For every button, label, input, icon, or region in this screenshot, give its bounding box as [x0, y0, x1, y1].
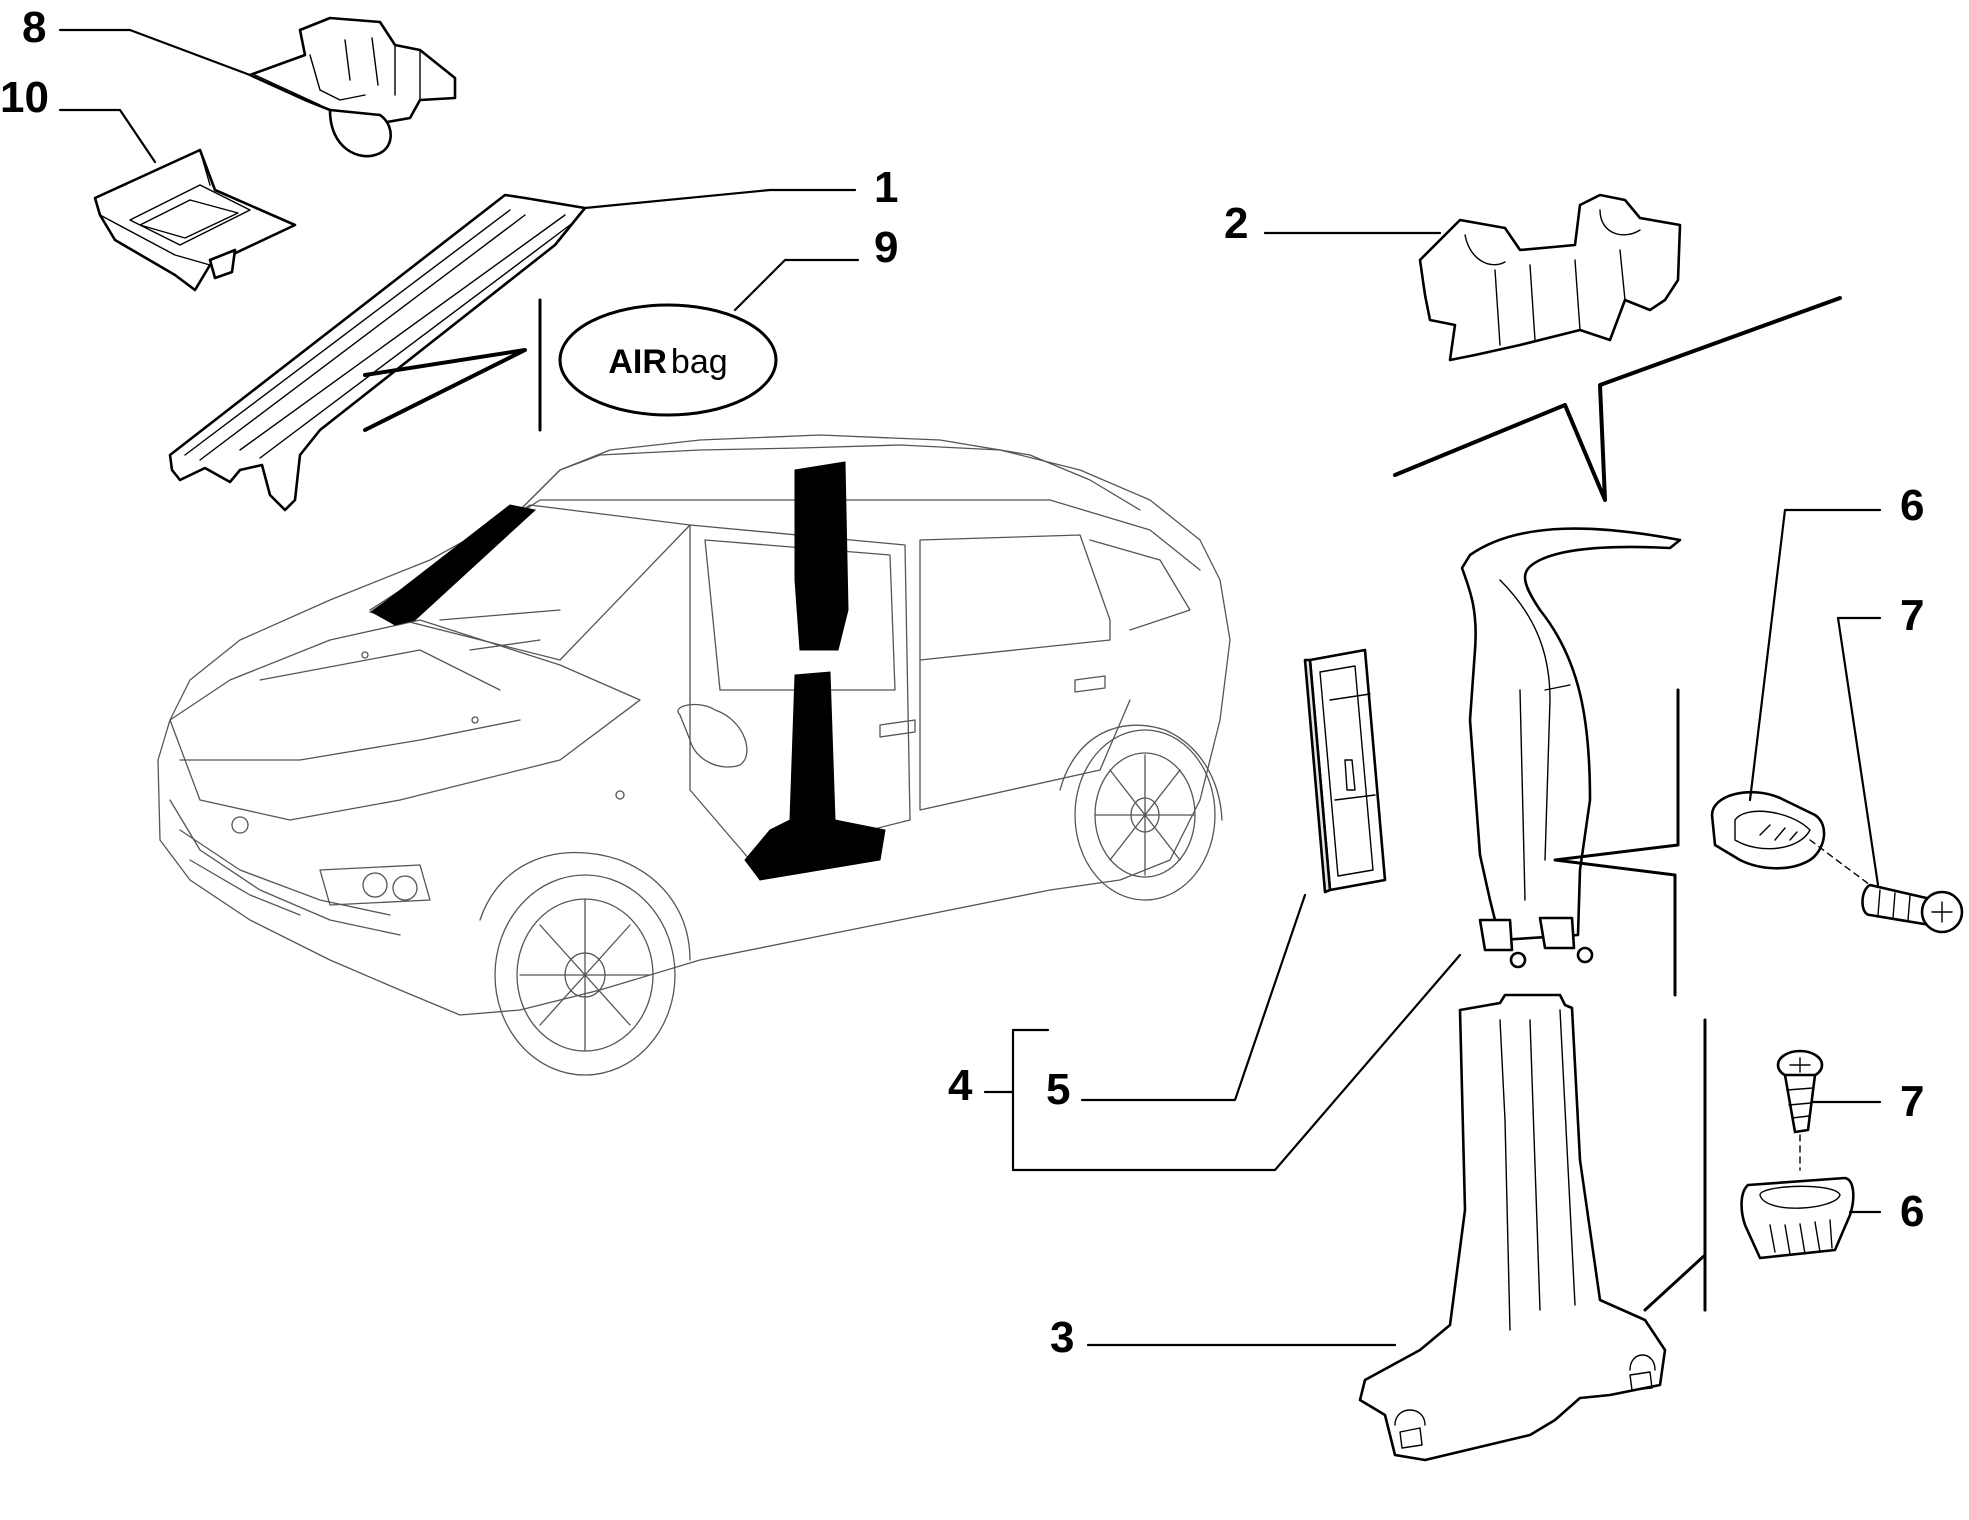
callout-7-upper: 7: [1900, 591, 1924, 640]
screw-icon-lower: [1776, 1049, 1824, 1171]
airbag-ellipse: [558, 303, 778, 417]
callout-6-upper: 6: [1900, 481, 1924, 530]
part-10-bracket: [93, 148, 297, 292]
callout-7-lower: 7: [1900, 1077, 1924, 1126]
callout-2: 2: [1224, 199, 1248, 248]
grommet-icon: [1710, 790, 1826, 870]
callout-10: 10: [0, 73, 49, 122]
part-8-clip: [248, 16, 457, 158]
part-4-b-pillar-upper: [1460, 527, 1682, 969]
callout-1: 1: [874, 163, 898, 212]
airbag-label-normal: bag: [671, 343, 728, 381]
callout-8: 8: [22, 3, 46, 52]
callout-6-lower: 6: [1900, 1187, 1924, 1236]
callout-4: 4: [948, 1061, 973, 1110]
pointer-arrow-4: [1643, 1018, 1707, 1312]
screw-icon: [1809, 839, 1964, 934]
highlight-b-pillar-upper: [794, 461, 849, 651]
highlight-a-pillar: [371, 504, 537, 626]
part-5-clip-strip: [1303, 648, 1387, 894]
car-illustration: [157, 434, 1231, 1076]
grommet-icon-lower: [1740, 1176, 1855, 1260]
part-3-b-pillar-lower: [1358, 993, 1667, 1462]
pointer-arrow-1: [363, 298, 542, 432]
pointer-arrow-3: [1553, 688, 1680, 997]
leader-lines: [58, 28, 1882, 1347]
callout-9: 9: [874, 223, 898, 272]
callout-3: 3: [1050, 1313, 1074, 1362]
callout-labels: 8 10 1 9 2 6 7 4 5 7 6 3: [0, 3, 1924, 1362]
pointer-arrow-2: [1393, 296, 1842, 502]
part-2-retainer: [1418, 193, 1682, 362]
airbag-label-bold: AIR: [608, 343, 667, 381]
highlight-b-pillar-lower: [744, 671, 886, 881]
callout-5: 5: [1046, 1065, 1070, 1114]
part-1-a-pillar-trim: [168, 193, 587, 512]
